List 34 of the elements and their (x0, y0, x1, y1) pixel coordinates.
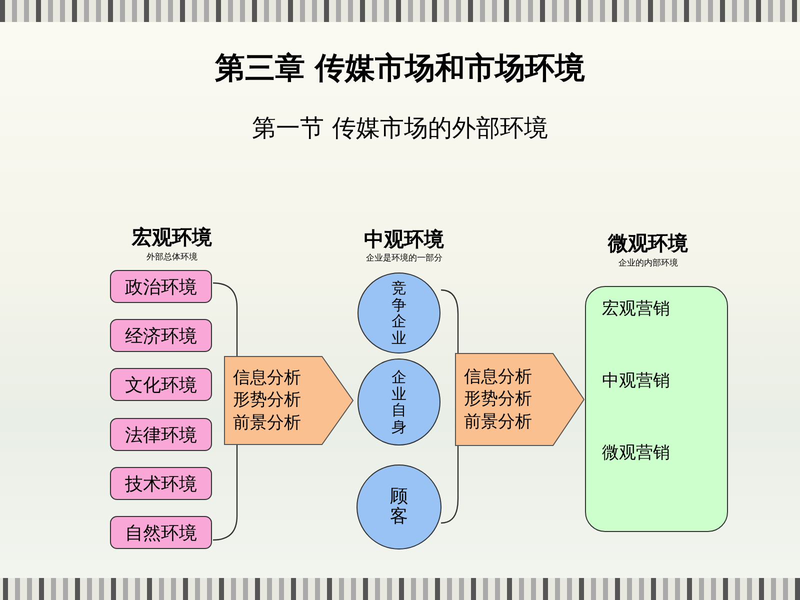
node-text: 技术环境 (125, 472, 197, 496)
environment-box (110, 270, 212, 303)
marketing-item: 宏观营销 (602, 298, 670, 320)
node-text: 企业自身 (392, 369, 406, 435)
column-heading: 微观环境 (606, 230, 689, 257)
marketing-item: 中观营销 (602, 370, 670, 392)
analysis-arrow-shape (455, 353, 585, 446)
column-subheading: 企业的内部环境 (617, 257, 679, 269)
environment-box (110, 467, 212, 500)
node-text: 信息分析形势分析前景分析 (233, 367, 302, 434)
column-subheading: 企业是环境的一部分 (364, 252, 444, 264)
marketing-item: 微观营销 (602, 442, 670, 464)
title: 第三章 传媒市场和市场环境 (214, 50, 586, 88)
environment-box (110, 516, 212, 549)
node-text: 自然环境 (125, 522, 197, 544)
node-text: 文化环境 (125, 374, 197, 396)
subtitle: 第一节 传媒市场的外部环境 (251, 113, 549, 144)
environment-box (110, 368, 212, 401)
node-text: 法律环境 (125, 424, 197, 446)
node-text: 顾客 (390, 487, 408, 527)
environment-circle (357, 358, 441, 446)
column-heading: 宏观环境 (130, 224, 213, 251)
environment-circle (357, 272, 441, 354)
column-subheading: 外部总体环境 (146, 251, 198, 263)
node-text: 竞争企业 (392, 280, 406, 346)
environment-circle (356, 464, 442, 550)
node-text: 信息分析形势分析前景分析 (464, 366, 533, 433)
node-text: 政治环境 (125, 276, 197, 298)
node-text: 经济环境 (125, 324, 197, 348)
column-heading: 中观环境 (363, 226, 445, 253)
marketing-box (585, 286, 728, 532)
environment-box (110, 319, 212, 352)
environment-box (110, 418, 212, 451)
analysis-arrow-shape (224, 356, 354, 445)
